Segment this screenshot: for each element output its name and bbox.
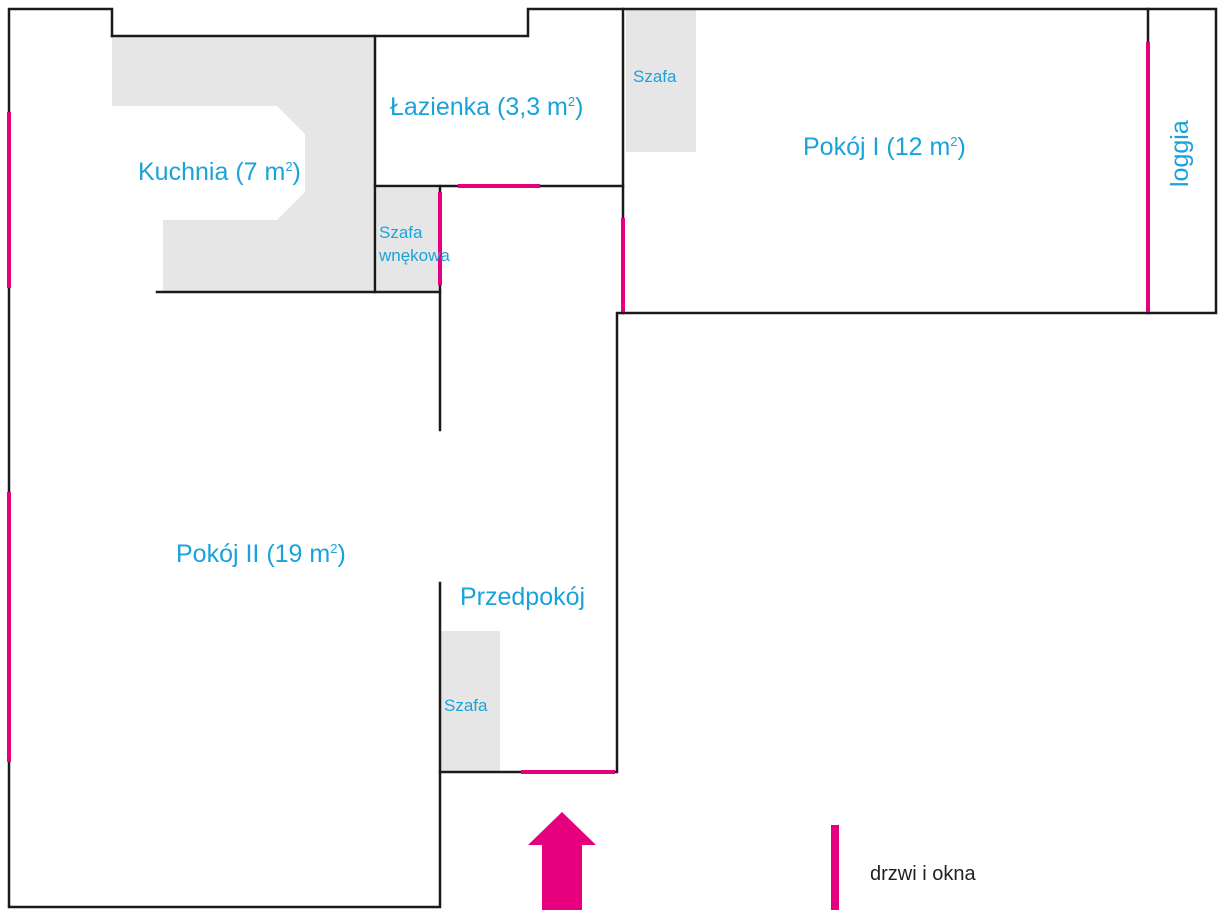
label-kuchnia: Kuchnia (7 m2) — [138, 158, 301, 186]
wardrobe-bedroom — [626, 10, 696, 152]
label-szafa-bedroom: Szafa — [633, 67, 677, 86]
legend-label: drzwi i okna — [870, 863, 976, 885]
openings — [7, 42, 1150, 774]
label-przedpokoj: Przedpokój — [460, 583, 585, 611]
entrance-arrow-icon — [528, 812, 596, 910]
label-pokoj-ii: Pokój II (19 m2) — [176, 540, 346, 568]
label-lazienka: Łazienka (3,3 m2) — [390, 93, 583, 121]
kitchen-counter — [112, 36, 375, 292]
outer-wall-left — [7, 7, 442, 909]
label-loggia: loggia — [1166, 120, 1194, 187]
outer-wall-top — [110, 7, 1218, 774]
label-szafa-wnekowa: Szafa — [379, 223, 423, 242]
label-szafa-wnekowa-2: wnękowa — [378, 246, 450, 265]
label-szafa-hall: Szafa — [444, 696, 488, 715]
wardrobe-built-in — [377, 188, 439, 292]
label-pokoj-i: Pokój I (12 m2) — [803, 133, 966, 161]
wardrobe-hall — [441, 631, 500, 772]
